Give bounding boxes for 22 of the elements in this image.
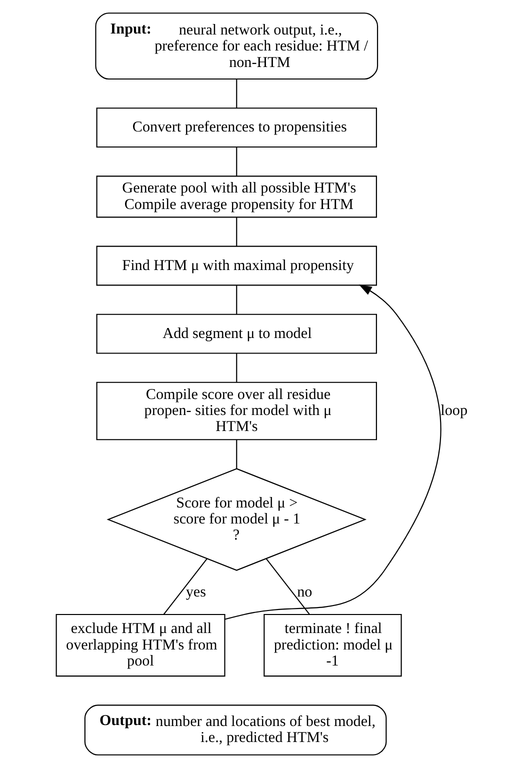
node-box: Generate pool with all possible HTM's Compile average propensity for HTM [96,176,377,218]
connector [236,147,238,176]
node-box: Compile score over all residue propen- sities for model with μ HTM's [96,382,377,440]
node-diamond: Score for model μ > score for model μ - 1 ? [106,468,367,571]
node-box: Input: neural network output, i.e., preference for each residue: HTM / non-HTM [95,12,378,80]
connector [236,79,238,108]
node-box: Convert preferences to propensities [96,108,377,148]
arrow [224,284,442,620]
edge-label: no [297,584,312,600]
connector [236,217,238,246]
connector [266,558,310,615]
node-box: Find HTM μ with maximal propensity [96,246,377,286]
edge-label: loop [440,402,468,419]
edge-label: yes [186,584,206,600]
connector [236,286,238,314]
connector [236,353,238,382]
node-box: exclude HTM μ and all overlapping HTM's from pool [56,614,226,677]
node-box: Output: number and locations of best model, i.e., predicted HTM's [84,704,387,756]
connector [236,440,238,469]
connector [163,558,208,615]
node-box: terminate ! final prediction: model μ -1 [264,614,402,677]
node-box: Add segment μ to model [96,314,377,354]
